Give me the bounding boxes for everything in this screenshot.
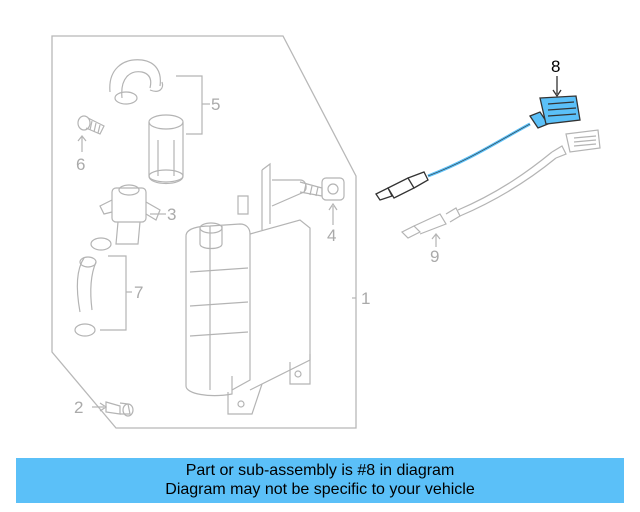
callout-4: 4 bbox=[327, 226, 336, 245]
callout-1: 1 bbox=[361, 289, 370, 308]
callout-3: 3 bbox=[167, 205, 176, 224]
callout-2: 2 bbox=[74, 398, 83, 417]
callout-9: 9 bbox=[430, 247, 439, 266]
banner-line-part: Part or sub-assembly is #8 in diagram bbox=[185, 462, 455, 479]
part-4-bolt[interactable] bbox=[299, 177, 345, 225]
banner-line-disclaimer: Diagram may not be specific to your vehi… bbox=[165, 481, 475, 498]
part-7-hose-clamps[interactable] bbox=[74, 237, 132, 337]
callout-5: 5 bbox=[211, 95, 220, 114]
info-banner: Part or sub-assembly is #8 in diagram Di… bbox=[16, 458, 624, 503]
part-3-purge-valve[interactable] bbox=[99, 184, 162, 245]
part-8-oxygen-sensor[interactable] bbox=[375, 76, 581, 201]
part-9-oxygen-sensor[interactable] bbox=[400, 129, 601, 247]
assembly-panel bbox=[51, 35, 357, 429]
callout-leaders bbox=[162, 213, 356, 299]
part-1-canister[interactable] bbox=[185, 162, 311, 415]
part-5-hose-filter[interactable] bbox=[109, 59, 210, 185]
callout-6: 6 bbox=[76, 155, 85, 174]
part-6-bolt[interactable] bbox=[77, 115, 105, 152]
callout-7: 7 bbox=[134, 283, 143, 302]
part-2-bolt[interactable] bbox=[92, 401, 134, 417]
callout-8: 8 bbox=[551, 57, 560, 76]
parts-diagram: 1 2 3 4 5 6 7 8 9 bbox=[51, 35, 601, 429]
